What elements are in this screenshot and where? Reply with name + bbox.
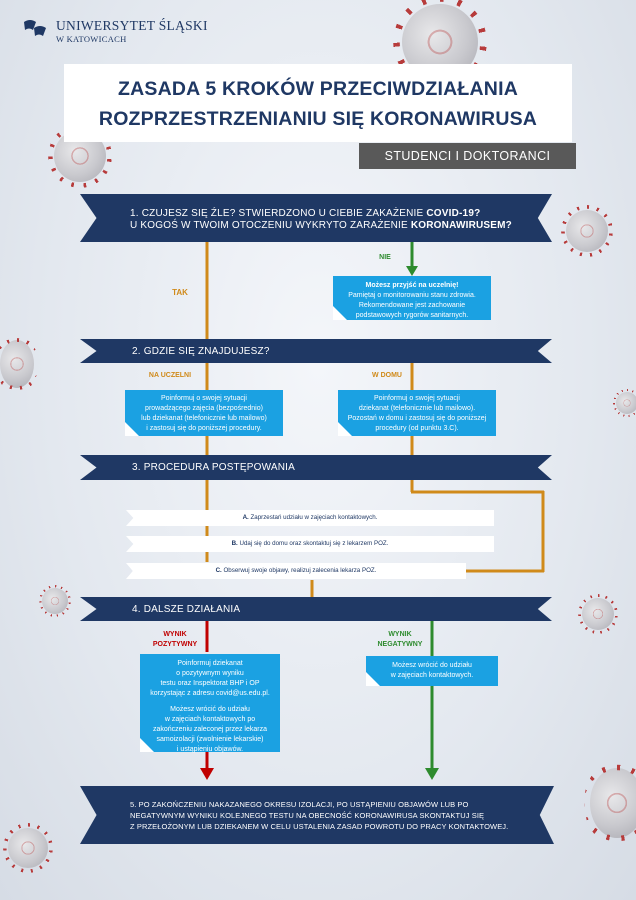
positive-text-7: w zajęciach kontaktowych po bbox=[164, 716, 256, 723]
label-yes: TAK bbox=[172, 288, 188, 297]
may-attend-box: Możesz przyjść na uczelnię! Pamiętaj o m… bbox=[333, 276, 491, 320]
may-attend-text-1: Pamiętaj o monitorowaniu stanu zdrowia. bbox=[348, 292, 476, 299]
title-line-2: ROZPRZESTRZENIANIU SIĘ KORONAWIRUSA bbox=[98, 108, 538, 130]
positive-text-3: testu oraz Inspektorat BHP i OP bbox=[160, 680, 260, 687]
procedure-step-b: B. Udaj się do domu oraz skontaktuj się … bbox=[126, 536, 494, 552]
may-attend-text-3: podstawowych rygorów sanitarnych. bbox=[355, 312, 469, 319]
positive-text-8: zakończeniu zaleconej przez lekarza bbox=[152, 726, 267, 733]
at-home-text-3: Pozostań w domu i zastosuj się do poniżs… bbox=[347, 415, 487, 422]
virus-illustration bbox=[616, 392, 636, 414]
virus-illustration bbox=[566, 210, 608, 252]
at-home-text-2: dziekanat (telefonicznie lub mailowo). bbox=[358, 405, 476, 412]
virus-illustration bbox=[54, 130, 106, 182]
procedure-step-c: C. Obserwuj swoje objawy, realizuj zalec… bbox=[126, 563, 466, 579]
step-1-banner: 1. CZUJESZ SIĘ ŹLE? STWIERDZONO U CIEBIE… bbox=[80, 194, 552, 242]
at-university-text-2: prowadzącego zajęcia (bezpośrednio) bbox=[145, 405, 263, 412]
label-no: NIE bbox=[379, 254, 391, 261]
virus-illustration bbox=[0, 340, 34, 388]
at-university-text-4: i zastosuj się do poniższej procedury. bbox=[146, 425, 262, 432]
university-logo-icon bbox=[24, 20, 46, 36]
positive-text-6: Możesz wrócić do udziału bbox=[170, 706, 250, 713]
step-2-banner: 2. GDZIE SIĘ ZNAJDUJESZ? bbox=[80, 339, 552, 363]
title-line-1: ZASADA 5 KROKÓW PRZECIWDZIAŁANIA bbox=[118, 78, 518, 100]
step-5-text-1: 5. PO ZAKOŃCZENIU NAKAZANEGO OKRESU IZOL… bbox=[130, 800, 469, 809]
positive-text-9: samoizolacji (zwolnienie lekarskie) bbox=[156, 736, 264, 743]
positive-text-2: o pozytywnym wyniku bbox=[176, 670, 244, 677]
positive-text-4: korzystając z adresu covid@us.edu.pl. bbox=[150, 690, 270, 697]
step-5-text-3: Z PRZEŁOŻONYM LUB DZIEKANEM W CELU USTAL… bbox=[130, 822, 509, 831]
at-home-box: Poinformuj o swojej sytuacji dziekanat (… bbox=[338, 390, 496, 436]
negative-result-box: Możesz wrócić do udziału w zajęciach kon… bbox=[366, 656, 498, 686]
virus-illustration bbox=[42, 588, 68, 614]
university-logo: UNIWERSYTET ŚLĄSKI W KATOWICACH bbox=[22, 16, 222, 46]
positive-text-1: Poinformuj dziekanat bbox=[177, 660, 243, 667]
at-home-text-1: Poinformuj o swojej sytuacji bbox=[374, 395, 460, 402]
negative-text-1: Możesz wrócić do udziału bbox=[392, 662, 472, 669]
at-university-box: Poinformuj o swojej sytuacji prowadząceg… bbox=[125, 390, 283, 436]
step-2-heading: 2. GDZIE SIĘ ZNAJDUJESZ? bbox=[132, 346, 270, 357]
step-1-question-line-2: U KOGOŚ W TWOIM OTOCZENIU WYKRYTO ZARAŻE… bbox=[130, 220, 512, 231]
procedure-step-a: A. Zaprzestań udziału w zajęciach kontak… bbox=[126, 510, 494, 526]
step-5-text-2: NEGATYWNYM WYNIKU KOLEJNEGO TESTU NA OBE… bbox=[130, 811, 485, 820]
positive-text-10: i ustąpieniu objawów. bbox=[176, 746, 244, 753]
step-3-heading: 3. PROCEDURA POSTĘPOWANIA bbox=[132, 462, 295, 473]
university-city: W KATOWICACH bbox=[56, 34, 127, 44]
page-title: ZASADA 5 KROKÓW PRZECIWDZIAŁANIA ROZPRZE… bbox=[64, 64, 572, 142]
step-3-banner: 3. PROCEDURA POSTĘPOWANIA bbox=[80, 455, 552, 480]
step-5-banner: 5. PO ZAKOŃCZENIU NAKAZANEGO OKRESU IZOL… bbox=[80, 786, 554, 844]
may-attend-text-2: Rekomendowane jest zachowanie bbox=[358, 302, 466, 309]
positive-result-box: Poinformuj dziekanat o pozytywnym wyniku… bbox=[140, 654, 280, 753]
negative-text-2: w zajęciach kontaktowych. bbox=[390, 672, 474, 679]
label-at-home: W DOMU bbox=[372, 372, 402, 379]
university-name: UNIWERSYTET ŚLĄSKI bbox=[56, 18, 208, 33]
audience-badge: STUDENCI I DOKTORANCI bbox=[359, 143, 576, 169]
at-home-text-4: procedury (od punktu 3.C). bbox=[375, 425, 459, 432]
may-attend-title: Możesz przyjść na uczelnię! bbox=[365, 282, 459, 289]
step-4-banner: 4. DALSZE DZIAŁANIA bbox=[80, 597, 552, 621]
step-1-question-line-1: 1. CZUJESZ SIĘ ŹLE? STWIERDZONO U CIEBIE… bbox=[130, 208, 481, 219]
at-university-text-3: lub dziekanat (telefonicznie lub mailowo… bbox=[141, 415, 267, 422]
step-4-heading: 4. DALSZE DZIAŁANIA bbox=[132, 604, 241, 615]
virus-illustration bbox=[582, 598, 614, 630]
label-at-university: NA UCZELNI bbox=[148, 372, 192, 379]
virus-illustration bbox=[8, 828, 48, 868]
at-university-text-1: Poinformuj o swojej sytuacji bbox=[161, 395, 247, 402]
virus-illustration bbox=[590, 768, 636, 838]
